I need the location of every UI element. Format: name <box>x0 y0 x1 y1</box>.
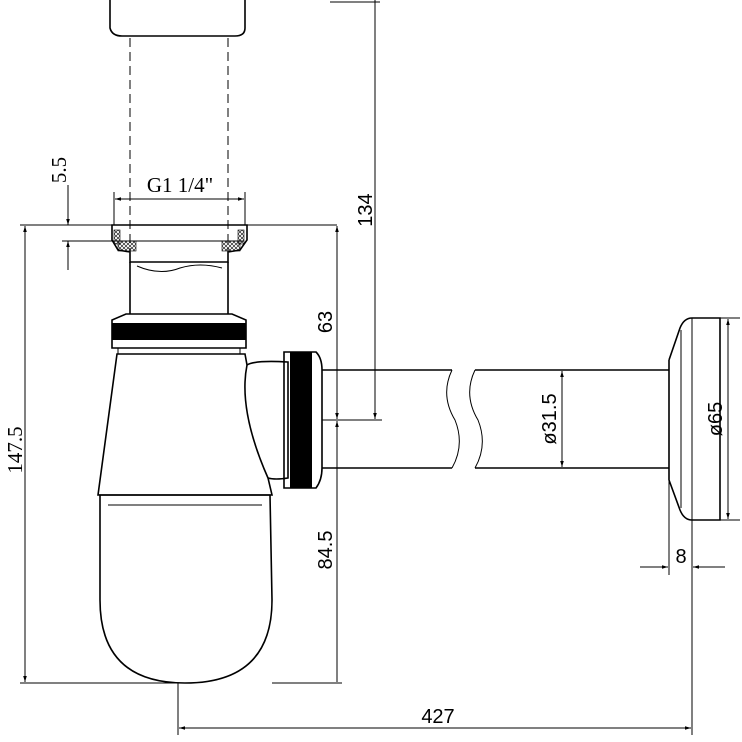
svg-text:ø65: ø65 <box>705 402 727 436</box>
svg-text:134: 134 <box>355 193 377 226</box>
trap-ring <box>111 313 247 354</box>
dim-nut-height: 5.5 <box>47 157 114 270</box>
dim-inlet-to-outlet: 134 <box>330 0 380 419</box>
outlet-pipe <box>322 369 669 469</box>
dim-flange-thickness: 8 <box>640 468 725 735</box>
dim-pipe-diameter: ø31.5 <box>539 371 564 467</box>
tailpiece-hidden <box>109 0 246 268</box>
dim-vertical-split: 63 84.5 <box>272 226 342 684</box>
svg-text:8: 8 <box>675 546 686 568</box>
coupling-nut <box>111 224 248 272</box>
svg-text:427: 427 <box>421 706 454 728</box>
svg-text:ø31.5: ø31.5 <box>539 393 561 444</box>
svg-text:84.5: 84.5 <box>315 531 337 570</box>
svg-text:G1 1/4": G1 1/4" <box>147 173 213 197</box>
trap-body <box>97 353 274 684</box>
dim-projection-length: 427 <box>177 683 691 735</box>
neck <box>129 262 229 314</box>
dim-total-height: 147.5 <box>3 224 180 684</box>
svg-text:5.5: 5.5 <box>47 157 71 183</box>
dim-flange-diameter: ø65 <box>705 317 740 521</box>
svg-text:147.5: 147.5 <box>3 426 27 473</box>
dim-thread: G1 1/4" <box>113 173 246 225</box>
svg-text:63: 63 <box>315 311 337 333</box>
side-outlet <box>246 351 323 489</box>
